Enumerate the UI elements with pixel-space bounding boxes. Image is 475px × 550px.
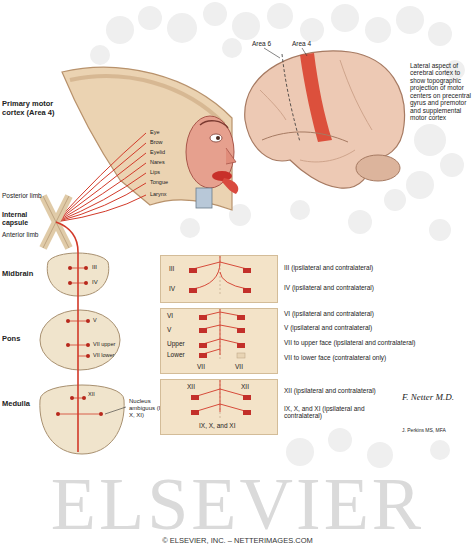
part-label: Anterior limb: [2, 231, 42, 238]
area-label: Area 6: [252, 40, 271, 47]
brainstem-sections: [40, 253, 126, 454]
nucleus-panel: VI V UpperLowerVII VII: [160, 308, 278, 374]
level-label: Pons: [2, 335, 20, 344]
nucleus-label: III: [92, 264, 97, 271]
nucleus-panel: XII XII IX, X, and XI: [160, 379, 278, 435]
nucleus-label: XII: [88, 391, 95, 397]
nucleus-label: Lower: [167, 351, 185, 358]
nucleus-label: Upper: [167, 340, 185, 347]
figure-note: Lateral aspect of cerebral cortex to sho…: [410, 62, 472, 122]
body-part-label: Tongue: [150, 179, 168, 185]
nucleus-label: IX, X, and XI: [199, 422, 236, 429]
projection-note: IX, X, and XI (ipsilateral and contralat…: [284, 405, 404, 420]
body-part-label: Lips: [150, 169, 160, 175]
level-label: Medulla: [2, 400, 30, 409]
nucleus-label: VI: [167, 312, 173, 319]
lateral-brain: [245, 48, 405, 188]
nucleus-label: IV: [92, 279, 98, 286]
level-label: Midbrain: [2, 270, 33, 279]
body-part-label: Eye: [150, 129, 159, 135]
nucleus-label: III: [169, 265, 174, 272]
region-title: Primary motor cortex (Area 4): [2, 100, 66, 117]
nucleus-label: VII: [197, 363, 205, 370]
copyright-caption: © ELSEVIER, INC. – NETTERIMAGES.COM: [0, 537, 475, 546]
projection-note: V (ipsilateral and contralateral): [284, 324, 469, 331]
projection-note: VI (ipsilateral and contralateral): [284, 310, 469, 317]
area-label: Area 4: [292, 40, 311, 47]
artist-signature: F. Netter M.D.: [402, 392, 454, 402]
fibers: [56, 133, 146, 222]
body-part-label: Nares: [150, 159, 165, 165]
nucleus-panel: III IV: [160, 255, 278, 303]
body-part-label: Eyelid: [150, 149, 165, 155]
nucleus-label: IV: [169, 285, 175, 292]
descending-tract: [56, 222, 100, 452]
nucleus-schematic: [161, 256, 279, 304]
nucleus-label: VII: [235, 363, 243, 370]
nucleus-label: VII upper: [93, 341, 115, 347]
watermark: ELSEVIER: [0, 462, 475, 547]
nucleus-label: XII: [241, 383, 249, 390]
nucleus-label: XII: [187, 383, 195, 390]
projection-note: VII to lower face (contralateral only): [284, 354, 469, 361]
part-label: Posterior limb: [2, 192, 42, 199]
structure-label: Internal capsule: [2, 211, 42, 227]
body-part-label: Larynx: [150, 191, 167, 197]
nucleus-label: VII lower: [93, 352, 114, 358]
homunculus-face: [186, 116, 238, 208]
projection-note: IV (ipsilateral and contralateral): [284, 284, 469, 291]
body-part-label: Brow: [150, 139, 163, 145]
artist-credit: J. Perkins MS, MFA: [402, 428, 446, 434]
nucleus-label: V: [93, 317, 97, 323]
projection-note: III (ipsilateral and contralateral): [284, 264, 469, 271]
nucleus-label: V: [167, 326, 171, 333]
projection-note: VII to upper face (ipsilateral and contr…: [284, 339, 469, 346]
